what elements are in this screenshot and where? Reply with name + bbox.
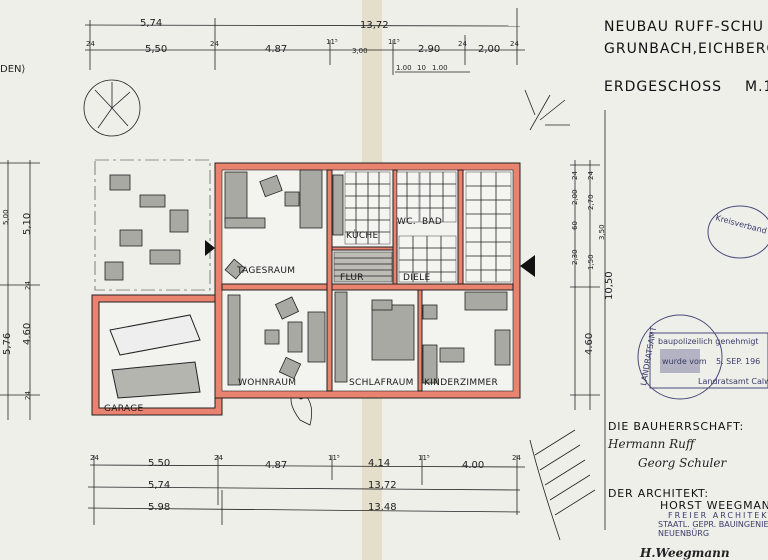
dim-label: 24 xyxy=(90,454,99,462)
dim-label: 4.87 xyxy=(265,44,287,55)
dim-top-overall-right: 13,72 xyxy=(360,20,389,31)
dim-label: 5,00 xyxy=(2,209,10,225)
dim-label: 24 xyxy=(210,40,219,48)
right-dimensions: 2,00 2,70 60 3,50 2,30 1,50 10,50 4.60 2… xyxy=(570,110,615,530)
plant-symbol xyxy=(524,89,570,131)
project-location: GRUNBACH,EICHBERG xyxy=(604,41,768,57)
dim-label: 24 xyxy=(24,281,32,290)
stamp-text: wurde vom xyxy=(662,357,707,366)
room-label-garage: GARAGE xyxy=(104,404,143,414)
dim-label: 1.00 xyxy=(432,64,448,72)
room-label-flur: FLUR xyxy=(340,273,364,283)
top-dimensions: 5,74 13,72 24 5,50 24 4.87 11⁵ 3,00 11⁵ … xyxy=(0,8,525,75)
dim-label: 11⁵ xyxy=(388,38,400,46)
dim-label: 24 xyxy=(214,454,223,462)
dim-label: 5,10 xyxy=(22,213,33,235)
dim-label: 2,70 xyxy=(587,194,595,210)
dim-label: 24 xyxy=(458,40,467,48)
dim-label: 10,50 xyxy=(604,271,615,300)
title-block: NEUBAU RUFF-SCHU GRUNBACH,EICHBERG ERDGE… xyxy=(604,19,768,95)
signature-owner-2: Georg Schuler xyxy=(638,456,727,470)
floor-name: ERDGESCHOSS xyxy=(604,79,722,95)
room-label-kinderzimmer: KINDERZIMMER xyxy=(424,378,498,388)
dim-label: 13.48 xyxy=(368,502,397,513)
dim-label: 2,00 xyxy=(478,44,500,55)
dim-label: 11⁵ xyxy=(328,454,340,462)
dim-label: 11⁵ xyxy=(418,454,430,462)
kitchen-tiles xyxy=(333,171,512,283)
room-label-bad: BAD xyxy=(422,217,442,227)
dim-label: 5,74 xyxy=(148,480,170,491)
architect-place: NEUENBÜRG xyxy=(658,528,709,538)
garage: GARAGE xyxy=(91,294,223,416)
dim-label: 24 xyxy=(571,171,579,180)
signature-owner-1: Hermann Ruff xyxy=(607,437,697,451)
dim-label: 10 xyxy=(417,64,426,72)
dim-label: 5,50 xyxy=(145,44,167,55)
dim-label: 4.00 xyxy=(462,460,484,471)
room-label-tagesraum: TAGESRAUM xyxy=(236,266,295,276)
architect-name: HORST WEEGMANN xyxy=(660,499,768,512)
room-label-diele: DIELE xyxy=(403,273,430,283)
dim-label: 2,00 xyxy=(571,189,579,205)
dim-label: 60 xyxy=(571,221,579,230)
furniture xyxy=(224,169,511,386)
bauherrschaft-label: DIE BAUHERRSCHAFT: xyxy=(608,420,744,433)
stamp-text: Landratsamt Calw xyxy=(698,377,768,386)
stamp-date: 5. SEP. 196 xyxy=(716,357,760,366)
project-title: NEUBAU RUFF-SCHU xyxy=(604,19,764,35)
dim-label: 4.60 xyxy=(22,323,33,345)
architect-role: FREIER ARCHITEKT xyxy=(668,511,768,520)
room-label-wohnraum: WOHNRAUM xyxy=(238,378,296,388)
architect-signature: H.Weegmann xyxy=(639,546,730,560)
dim-label: 13,72 xyxy=(368,480,397,491)
stamp-text: Kreisverband Calw xyxy=(714,213,768,241)
dim-label: 24 xyxy=(510,40,519,48)
stamp-text: LANDRATSAMT xyxy=(639,326,658,386)
dim-label: 4.60 xyxy=(584,333,595,355)
dim-label: 11⁵ xyxy=(326,38,338,46)
bottom-dimensions: 24 5.50 24 4.87 11⁵ 4.14 11⁵ 4.00 24 5,7… xyxy=(87,454,526,525)
architect-role-2: STAATL. GEPR. BAUINGENIEUR xyxy=(658,520,768,529)
stamp-approval: baupolizeilich genehmigt wurde vom 5. SE… xyxy=(637,314,768,400)
dim-label: 3,50 xyxy=(598,224,606,240)
plant-symbol xyxy=(290,389,313,426)
section-arrow-icon xyxy=(205,240,215,256)
dim-label: 5,76 xyxy=(2,333,13,355)
dim-label: 4.87 xyxy=(265,460,287,471)
exterior-stairs xyxy=(529,429,596,541)
dim-top-overall-left: 5,74 xyxy=(140,18,162,29)
entrance-arrow-icon xyxy=(520,255,535,277)
dim-label: 2.90 xyxy=(418,44,440,55)
left-dimensions: 5,00 5,10 24 5,76 4.60 24 xyxy=(0,160,40,420)
dim-label: 5.98 xyxy=(148,502,170,513)
dim-label: 24 xyxy=(512,454,521,462)
room-label-schlafraum: SCHLAFRAUM xyxy=(349,378,414,388)
stamp-text: baupolizeilich genehmigt xyxy=(658,337,759,346)
terrace-paving xyxy=(94,159,211,291)
architekt-label: DER ARCHITEKT: xyxy=(608,487,709,500)
dim-label: 2,30 xyxy=(571,249,579,265)
dim-label: 5.50 xyxy=(148,458,170,469)
scale-label: M.1 xyxy=(745,79,768,95)
dim-label: 24 xyxy=(86,40,95,48)
dim-label: 24 xyxy=(24,391,32,400)
room-label-wc: WC. xyxy=(397,217,416,227)
dim-label: 1.00 xyxy=(396,64,412,72)
partial-label: DEN⟩ xyxy=(0,64,25,75)
tree-symbol xyxy=(83,79,141,137)
dim-label: 24 xyxy=(587,171,595,180)
stamp-kreisverband: Kreisverband Calw xyxy=(707,205,768,259)
dim-label: 1,50 xyxy=(587,254,595,270)
room-label-kueche: KÜCHE xyxy=(346,230,379,241)
dim-label: 4.14 xyxy=(368,458,390,469)
dim-label: 3,00 xyxy=(352,47,368,55)
